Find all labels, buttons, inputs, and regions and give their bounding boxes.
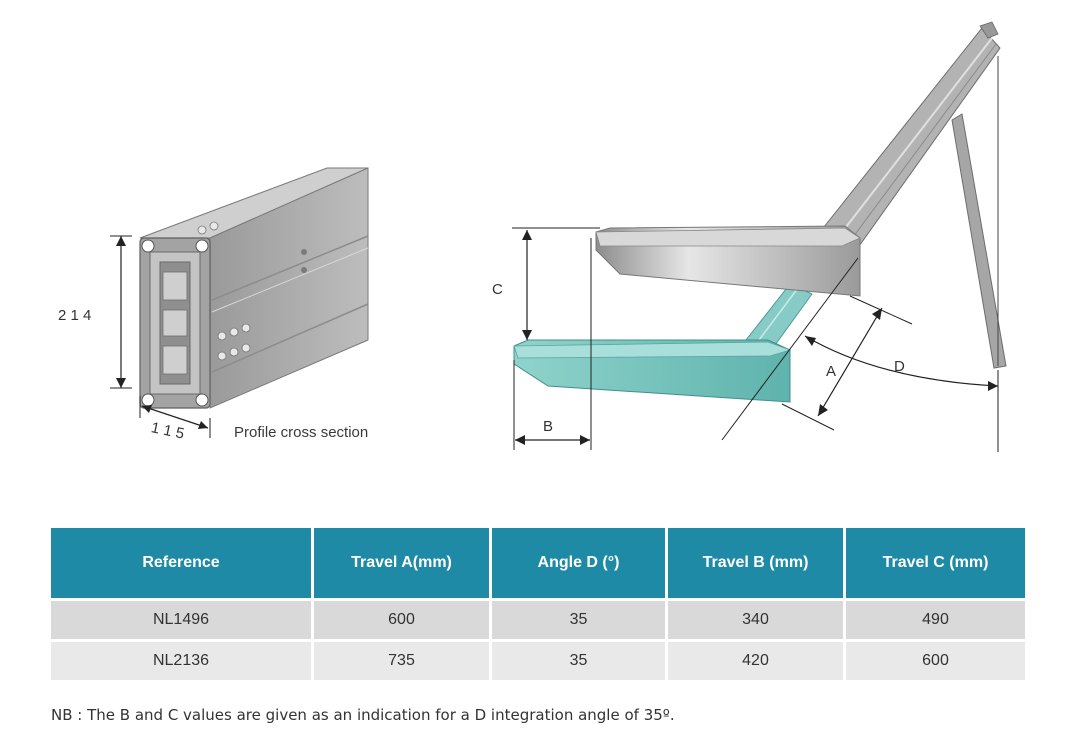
dimension-a-label: A [826,363,836,380]
profile-width-dimension [139,396,211,438]
cell-angle-d: 35 [492,639,668,680]
cell-travel-c: 600 [846,639,1025,680]
cell-travel-b: 420 [668,639,846,680]
dimension-d-angle [804,335,999,452]
mechanism-illustration [513,21,1007,403]
dimension-c-label: C [492,281,503,298]
cell-reference: NL2136 [51,639,314,680]
dimension-c [512,227,600,340]
header-travel-b: Travel B (mm) [668,528,846,598]
table-row: NL2136 735 35 420 600 [51,639,1025,680]
profile-height-dimension [110,235,132,389]
header-reference: Reference [51,528,314,598]
profile-caption: Profile cross section [234,424,368,441]
technical-diagram: 2 1 4 1 1 5 Profile cross section [58,21,1007,452]
cell-travel-a: 735 [314,639,492,680]
specifications-table: Reference Travel A(mm) Angle D (°) Trave… [51,528,1025,680]
cell-travel-c: 490 [846,598,1025,639]
dimension-b-label: B [543,418,553,435]
footnote: NB : The B and C values are given as an … [51,706,675,724]
profile-width-label: 1 1 5 [150,419,186,443]
cell-angle-d: 35 [492,598,668,639]
dimension-a [721,257,913,441]
profile-illustration [139,167,369,409]
profile-height-label: 2 1 4 [58,307,91,324]
header-angle-d: Angle D (°) [492,528,668,598]
dimension-d-label: D [894,358,905,375]
cell-travel-b: 340 [668,598,846,639]
header-travel-a: Travel A(mm) [314,528,492,598]
table-row: NL1496 600 35 340 490 [51,598,1025,639]
cell-reference: NL1496 [51,598,314,639]
cell-travel-a: 600 [314,598,492,639]
dimension-b [513,238,592,450]
table-header-row: Reference Travel A(mm) Angle D (°) Trave… [51,528,1025,598]
header-travel-c: Travel C (mm) [846,528,1025,598]
